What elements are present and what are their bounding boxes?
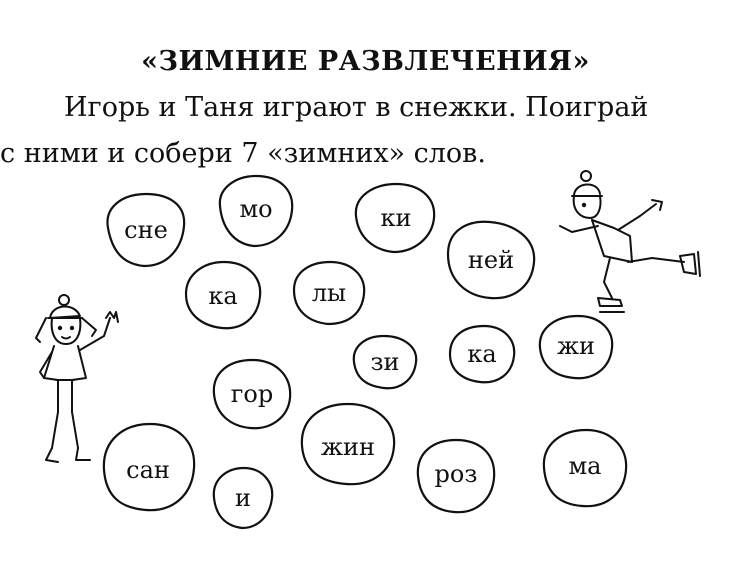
snowball-shape-10 [212,358,292,430]
snowball-shape-3 [354,182,436,254]
snowball-label: зи [370,348,399,376]
snowball-shape-7 [352,334,418,390]
snowball-label: сне [124,216,168,244]
snowball-shape-8 [448,324,516,384]
snowball-shape-9 [538,314,614,380]
snowball-label: сан [126,456,170,484]
snowball-shape-1 [106,192,186,268]
page-title: «ЗИМНИЕ РАЗВЛЕЧЕНИЯ» [141,46,590,77]
snowball-label: ней [468,246,514,274]
snowball-label: ма [569,452,602,480]
snowball-shape-11 [300,402,396,486]
snowball-label: и [235,484,251,512]
snowball-shape-5 [184,260,262,330]
snowball-shape-12 [102,422,196,512]
snowball-label: жин [321,433,375,461]
snowball-label: жи [557,332,595,360]
boy-illustration [559,170,701,313]
snowball-shape-4 [446,220,536,300]
snowball-label: ка [467,340,496,368]
snowball-shape-15 [542,428,628,508]
snowball-shape-13 [212,466,274,530]
girl-illustration [35,294,119,463]
instruction-line-2: с ними и собери 7 «зимних» слов. [0,138,486,169]
instruction-line-1: Игорь и Таня играют в снежки. Поиграй [64,92,649,123]
snowball-shape-14 [416,438,496,514]
snowball-label: ки [381,204,412,232]
snowball-label: роз [435,460,478,488]
snowball-label: гор [231,380,273,408]
snowball-shape-6 [292,260,366,326]
snowball-label: мо [239,195,272,223]
snowball-shape-2 [218,174,294,248]
snowball-label: лы [312,279,346,307]
snowball-label: ка [208,282,237,310]
